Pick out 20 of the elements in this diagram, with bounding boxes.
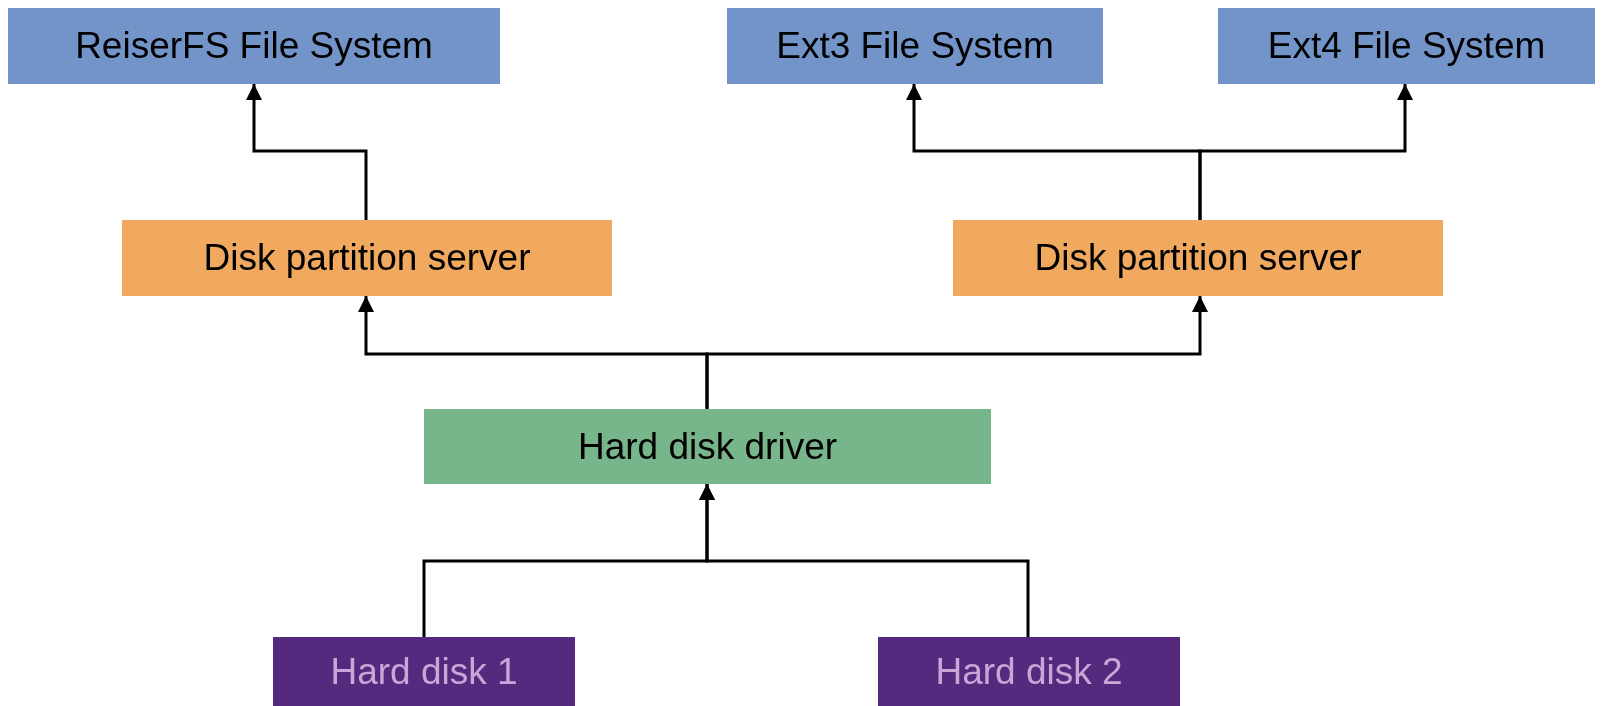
process-box (953, 220, 1443, 296)
process-box (8, 8, 500, 84)
process-box (1218, 8, 1595, 84)
box-label: Disk partition server (203, 237, 531, 279)
process-box (122, 220, 612, 296)
box-label: Hard disk driver (577, 425, 838, 468)
process-box (273, 637, 575, 706)
process-box (878, 637, 1180, 706)
box-label: Hard disk 2 (935, 650, 1123, 693)
arrow (1198, 84, 1413, 220)
box-label: Disk partition server (1034, 237, 1362, 279)
box-label: Ext4 File System (1267, 25, 1546, 67)
box-label: Ext3 File System (776, 25, 1054, 67)
process-box (424, 409, 991, 484)
process-box (727, 8, 1103, 84)
box-label: ReiserFS File System (75, 25, 433, 67)
arrow (699, 484, 1030, 637)
arrow (705, 296, 1208, 409)
arrow (246, 84, 368, 220)
box-label: Hard disk 1 (330, 650, 518, 693)
